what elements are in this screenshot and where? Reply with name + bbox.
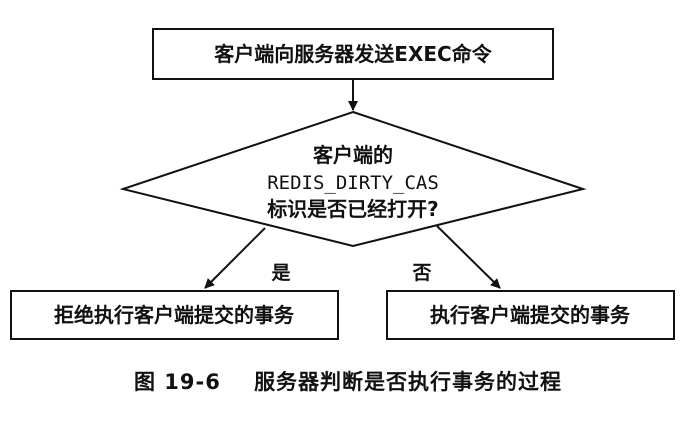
edge-decision-to-execute: [436, 225, 501, 289]
node-execute-label: 执行客户端提交的事务: [430, 303, 631, 327]
figure-title: 服务器判断是否执行事务的过程: [254, 370, 563, 394]
node-start: 客户端向服务器发送EXEC命令: [152, 28, 554, 80]
node-reject-box: [10, 290, 339, 340]
node-reject: 拒绝执行客户端提交的事务: [10, 290, 339, 340]
edge-decision-to-reject: [204, 227, 266, 289]
node-decision-line3: 标识是否已经打开?: [267, 197, 439, 221]
edge-no-label: 否: [411, 262, 431, 284]
figure-caption: 图 19-6 服务器判断是否执行事务的过程: [0, 366, 696, 396]
node-execute-box: [386, 290, 675, 340]
node-execute: 执行客户端提交的事务: [386, 290, 675, 340]
node-decision-line2: REDIS_DIRTY_CAS: [267, 172, 439, 194]
node-decision-diamond: [119, 110, 587, 248]
edge-yes-label: 是: [271, 262, 290, 284]
figure-number: 图 19-6: [133, 370, 221, 394]
node-reject-label: 拒绝执行客户端提交的事务: [54, 303, 295, 327]
node-start-box: [152, 28, 554, 80]
node-start-label: 客户端向服务器发送EXEC命令: [213, 42, 492, 66]
node-decision: 客户端的 REDIS_DIRTY_CAS 标识是否已经打开?: [119, 110, 587, 248]
caption-gap: [221, 370, 254, 394]
node-decision-line1: 客户端的: [312, 143, 393, 167]
